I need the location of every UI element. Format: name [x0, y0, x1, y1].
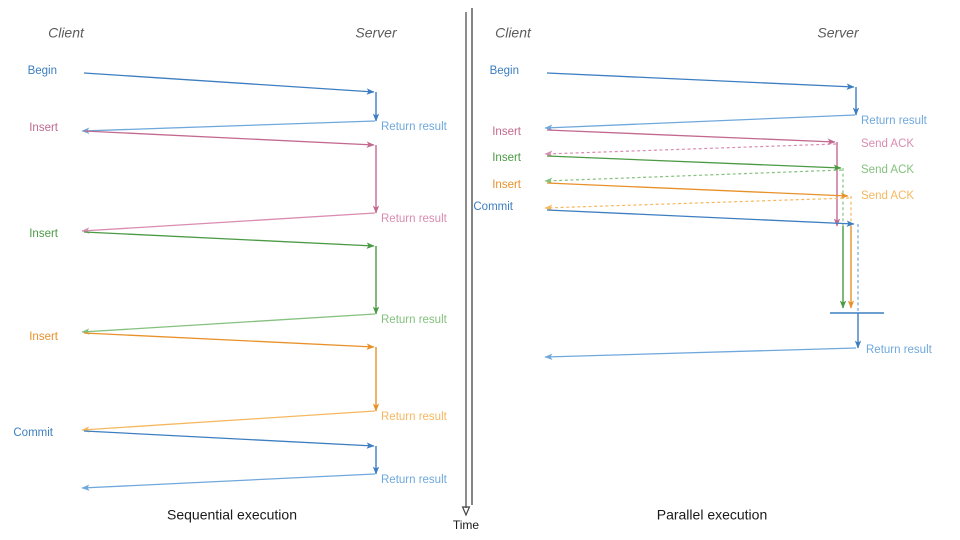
message-label-commit-return: Return result	[381, 474, 448, 486]
message-line-commit-request	[83, 430, 375, 449]
message-line-commit-return	[544, 347, 857, 360]
message-insert3-return: Return result	[81, 410, 448, 433]
message-begin-request: Begin	[28, 65, 375, 95]
message-insert1-ack: Send ACK	[544, 138, 914, 157]
message-label-insert1-ack: Send ACK	[861, 138, 914, 150]
actor-label-client: Client	[48, 25, 85, 41]
actor-label-server: Server	[355, 25, 398, 41]
message-insert2-return: Return result	[81, 313, 448, 335]
message-insert2-ack: Send ACK	[544, 164, 914, 184]
message-line-insert3-request	[83, 332, 375, 350]
message-label-commit-request: Commit	[13, 427, 53, 439]
actor-label-client: Client	[495, 25, 532, 41]
message-label-commit-request: Commit	[473, 201, 513, 213]
time-axis-label: Time	[453, 518, 480, 532]
message-line-begin-return	[544, 114, 856, 131]
message-label-commit-return: Return result	[866, 344, 933, 356]
message-label-insert3-request: Insert	[492, 179, 522, 191]
message-insert1-request: Insert	[29, 122, 375, 148]
message-label-insert2-request: Insert	[29, 228, 59, 240]
message-line-begin-request	[83, 72, 375, 95]
message-commit-return: Return result	[544, 344, 933, 360]
message-label-begin-request: Begin	[490, 65, 519, 77]
time-axis: Time	[453, 12, 480, 532]
message-label-insert2-ack: Send ACK	[861, 164, 914, 176]
message-begin-return: Return result	[544, 114, 928, 131]
message-line-insert1-return	[81, 212, 376, 234]
message-begin-request: Begin	[490, 65, 855, 90]
time-axis-arrowhead	[461, 506, 471, 517]
message-insert2-request: Insert	[492, 152, 842, 171]
message-label-begin-return: Return result	[861, 115, 928, 127]
message-commit-request: Commit	[13, 427, 375, 449]
message-insert2-request: Insert	[29, 228, 375, 249]
actor-label-server: Server	[817, 25, 860, 41]
message-label-insert1-return: Return result	[381, 213, 448, 225]
message-insert3-ack: Send ACK	[544, 190, 914, 211]
message-label-insert1-request: Insert	[492, 126, 522, 138]
message-line-begin-request	[546, 72, 855, 90]
panel-caption-parallel: Parallel execution	[657, 507, 768, 523]
message-label-insert1-request: Insert	[29, 122, 59, 134]
message-label-insert3-ack: Send ACK	[861, 190, 914, 202]
message-commit-request: Commit	[473, 201, 855, 227]
message-label-insert3-return: Return result	[381, 411, 448, 423]
message-line-commit-request	[546, 209, 855, 227]
message-line-insert3-return	[81, 410, 376, 433]
message-label-begin-return: Return result	[381, 121, 448, 133]
message-line-insert2-request	[83, 231, 375, 249]
message-line-insert1-request	[546, 129, 836, 145]
message-insert1-request: Insert	[492, 126, 836, 145]
message-commit-return: Return result	[81, 473, 448, 491]
message-line-insert1-request	[83, 130, 375, 148]
message-line-insert2-ack	[544, 169, 843, 184]
message-line-insert2-request	[546, 155, 842, 171]
message-insert3-request: Insert	[492, 179, 849, 199]
message-insert3-request: Insert	[29, 331, 375, 350]
message-line-insert1-ack	[544, 143, 837, 157]
message-line-begin-return	[81, 120, 376, 134]
message-label-begin-request: Begin	[28, 65, 57, 77]
message-label-insert3-request: Insert	[29, 331, 59, 343]
message-line-insert3-ack	[544, 197, 850, 211]
message-begin-return: Return result	[81, 120, 448, 134]
message-label-insert2-request: Insert	[492, 152, 522, 164]
message-line-insert2-return	[81, 313, 376, 335]
message-insert1-return: Return result	[81, 212, 448, 234]
message-line-commit-return	[81, 473, 376, 491]
message-label-insert2-return: Return result	[381, 314, 448, 326]
panel-caption-sequential: Sequential execution	[167, 507, 297, 523]
message-line-insert3-request	[546, 182, 849, 199]
